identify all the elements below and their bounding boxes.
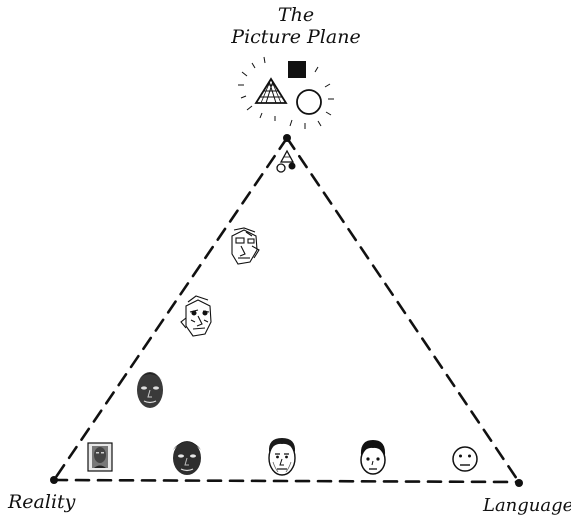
- shaded-face-icon-bottom: [173, 441, 201, 475]
- title-line-2: Picture Plane: [230, 26, 360, 48]
- photo-face-icon: [88, 443, 112, 471]
- language-label: Language: [482, 495, 571, 516]
- abstract-face-icon: [232, 228, 259, 264]
- shaded-face-icon: [137, 372, 163, 408]
- language-vertex-dot: [515, 479, 523, 487]
- grid-triangle-icon: [256, 79, 286, 103]
- cartoon-face-icon: [361, 440, 385, 474]
- drawn-face-icon: [269, 438, 295, 475]
- apex-vertex-dot: [283, 134, 291, 142]
- radiating-lines: [238, 57, 334, 129]
- apex-shapes: [238, 57, 334, 129]
- cubist-face-icon: [181, 296, 211, 336]
- circle-icon: [297, 90, 321, 114]
- filled-square-icon: [288, 61, 306, 78]
- apex-shapes-icon: [277, 151, 296, 172]
- reality-vertex-dot: [50, 476, 58, 484]
- triangle-edges: [54, 138, 519, 482]
- smiley-face-icon: [453, 447, 477, 471]
- title-line-1: The: [278, 4, 314, 26]
- reality-label: Reality: [7, 491, 76, 513]
